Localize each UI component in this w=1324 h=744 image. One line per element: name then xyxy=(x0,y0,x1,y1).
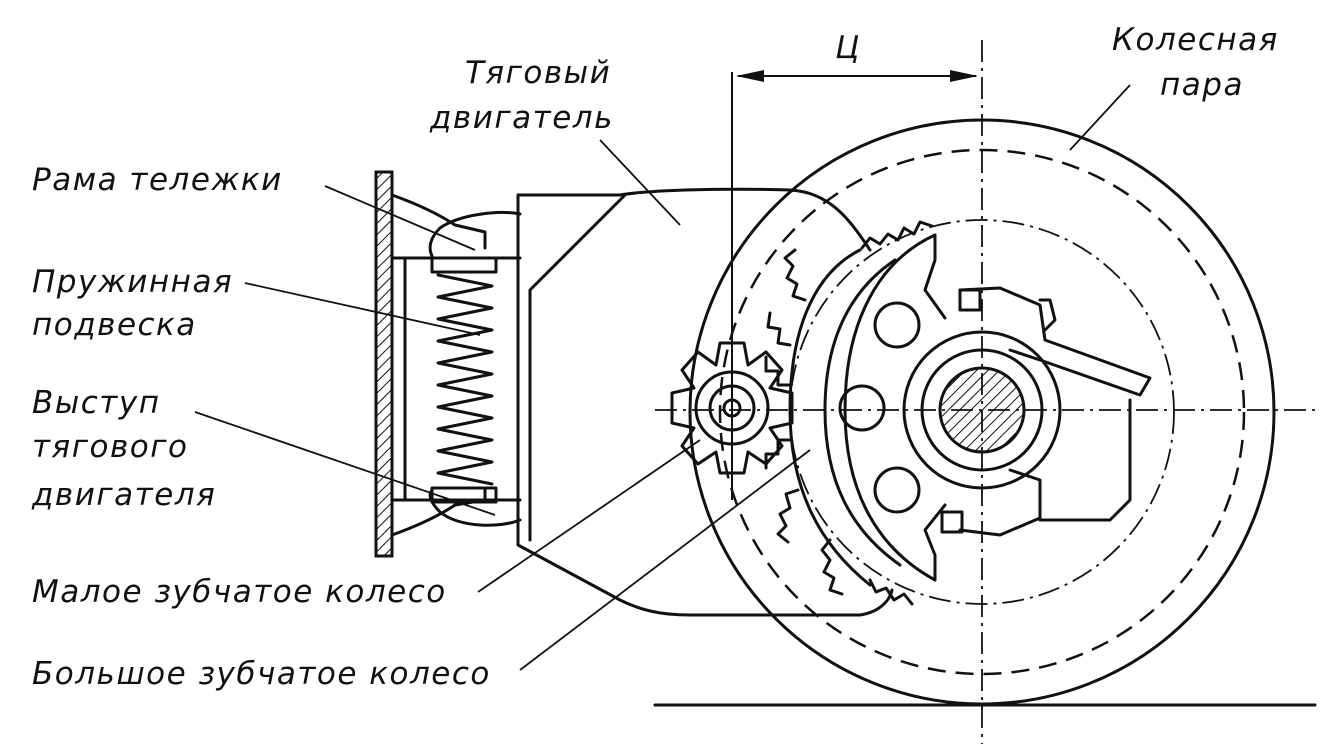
center-distance-label: Ц xyxy=(835,30,861,66)
label-motor-lug-3: двигателя xyxy=(31,477,216,513)
traction-motor-housing xyxy=(428,187,894,617)
large-gear xyxy=(764,220,947,606)
center-distance-dimension: Ц xyxy=(736,30,978,82)
label-motor-lug-1: Выступ xyxy=(32,385,160,421)
label-traction-motor-1: Тяговый xyxy=(465,55,611,91)
leader-small-gear xyxy=(477,439,701,593)
label-large-gear: Большое зубчатое колесо xyxy=(32,656,491,692)
label-small-gear: Малое зубчатое колесо xyxy=(32,574,447,610)
leader-spring xyxy=(244,282,481,336)
label-spring-suspension-1: Пружинная xyxy=(32,264,233,300)
label-spring-suspension-2: подвеска xyxy=(32,307,197,343)
label-bogie-frame: Рама тележки xyxy=(32,162,283,198)
suspension-spring xyxy=(436,273,494,486)
leader-large-gear xyxy=(519,449,811,671)
leader-motor-lug xyxy=(194,411,496,516)
leader-wheelset xyxy=(1069,84,1131,151)
bogie-frame xyxy=(374,170,522,558)
wheel-tread-circle xyxy=(718,148,1246,676)
axle-bearing-clamp xyxy=(940,286,1152,537)
leader-traction-motor xyxy=(599,139,681,226)
label-wheelset-1: Колесная xyxy=(1112,22,1279,58)
label-motor-lug-2: тягового xyxy=(32,429,188,465)
wheelset-axle xyxy=(902,330,1062,490)
leader-bogie-frame xyxy=(324,185,476,251)
small-gear xyxy=(670,341,794,475)
label-traction-motor-2: двигатель xyxy=(429,100,614,136)
label-wheelset-2: пара xyxy=(1160,67,1244,103)
